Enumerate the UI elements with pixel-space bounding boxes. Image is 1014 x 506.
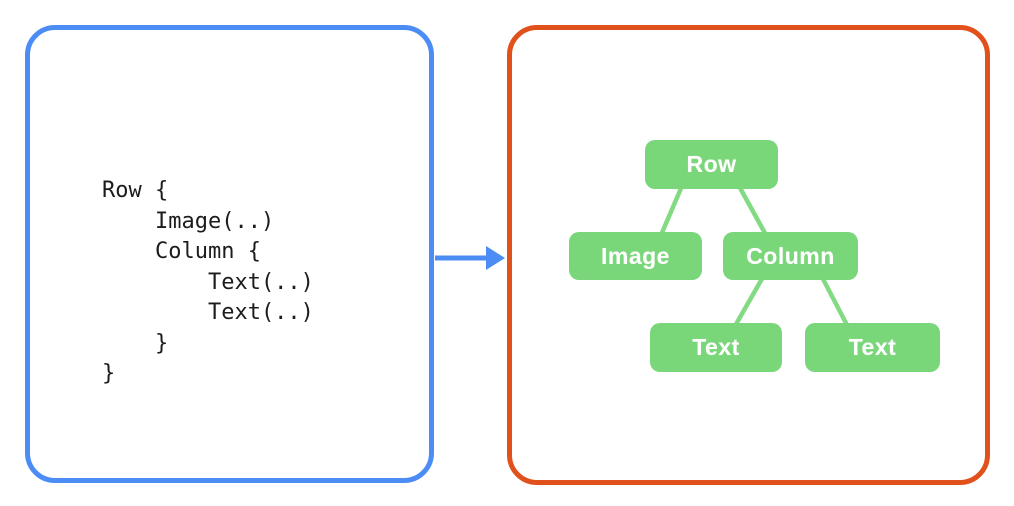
code-panel: Row { Image(..) Column { Text(..) Text(.… bbox=[25, 25, 434, 483]
tree-node-label: Text bbox=[692, 334, 740, 360]
tree-node-text-left: Text bbox=[650, 323, 782, 372]
tree-node-column: Column bbox=[723, 232, 858, 280]
tree-node-label: Column bbox=[746, 242, 835, 269]
tree-node-image: Image bbox=[569, 232, 702, 280]
tree-node-text-right: Text bbox=[805, 323, 940, 372]
tree-node-label: Row bbox=[686, 151, 737, 177]
tree-node-label: Text bbox=[848, 334, 897, 360]
tree-panel: Row Image Column Text Text bbox=[507, 25, 990, 485]
code-snippet: Row { Image(..) Column { Text(..) Text(.… bbox=[102, 178, 314, 386]
tree-node-label: Image bbox=[601, 242, 670, 269]
flow-arrow-icon bbox=[435, 246, 505, 270]
tree-node-row: Row bbox=[645, 140, 778, 189]
